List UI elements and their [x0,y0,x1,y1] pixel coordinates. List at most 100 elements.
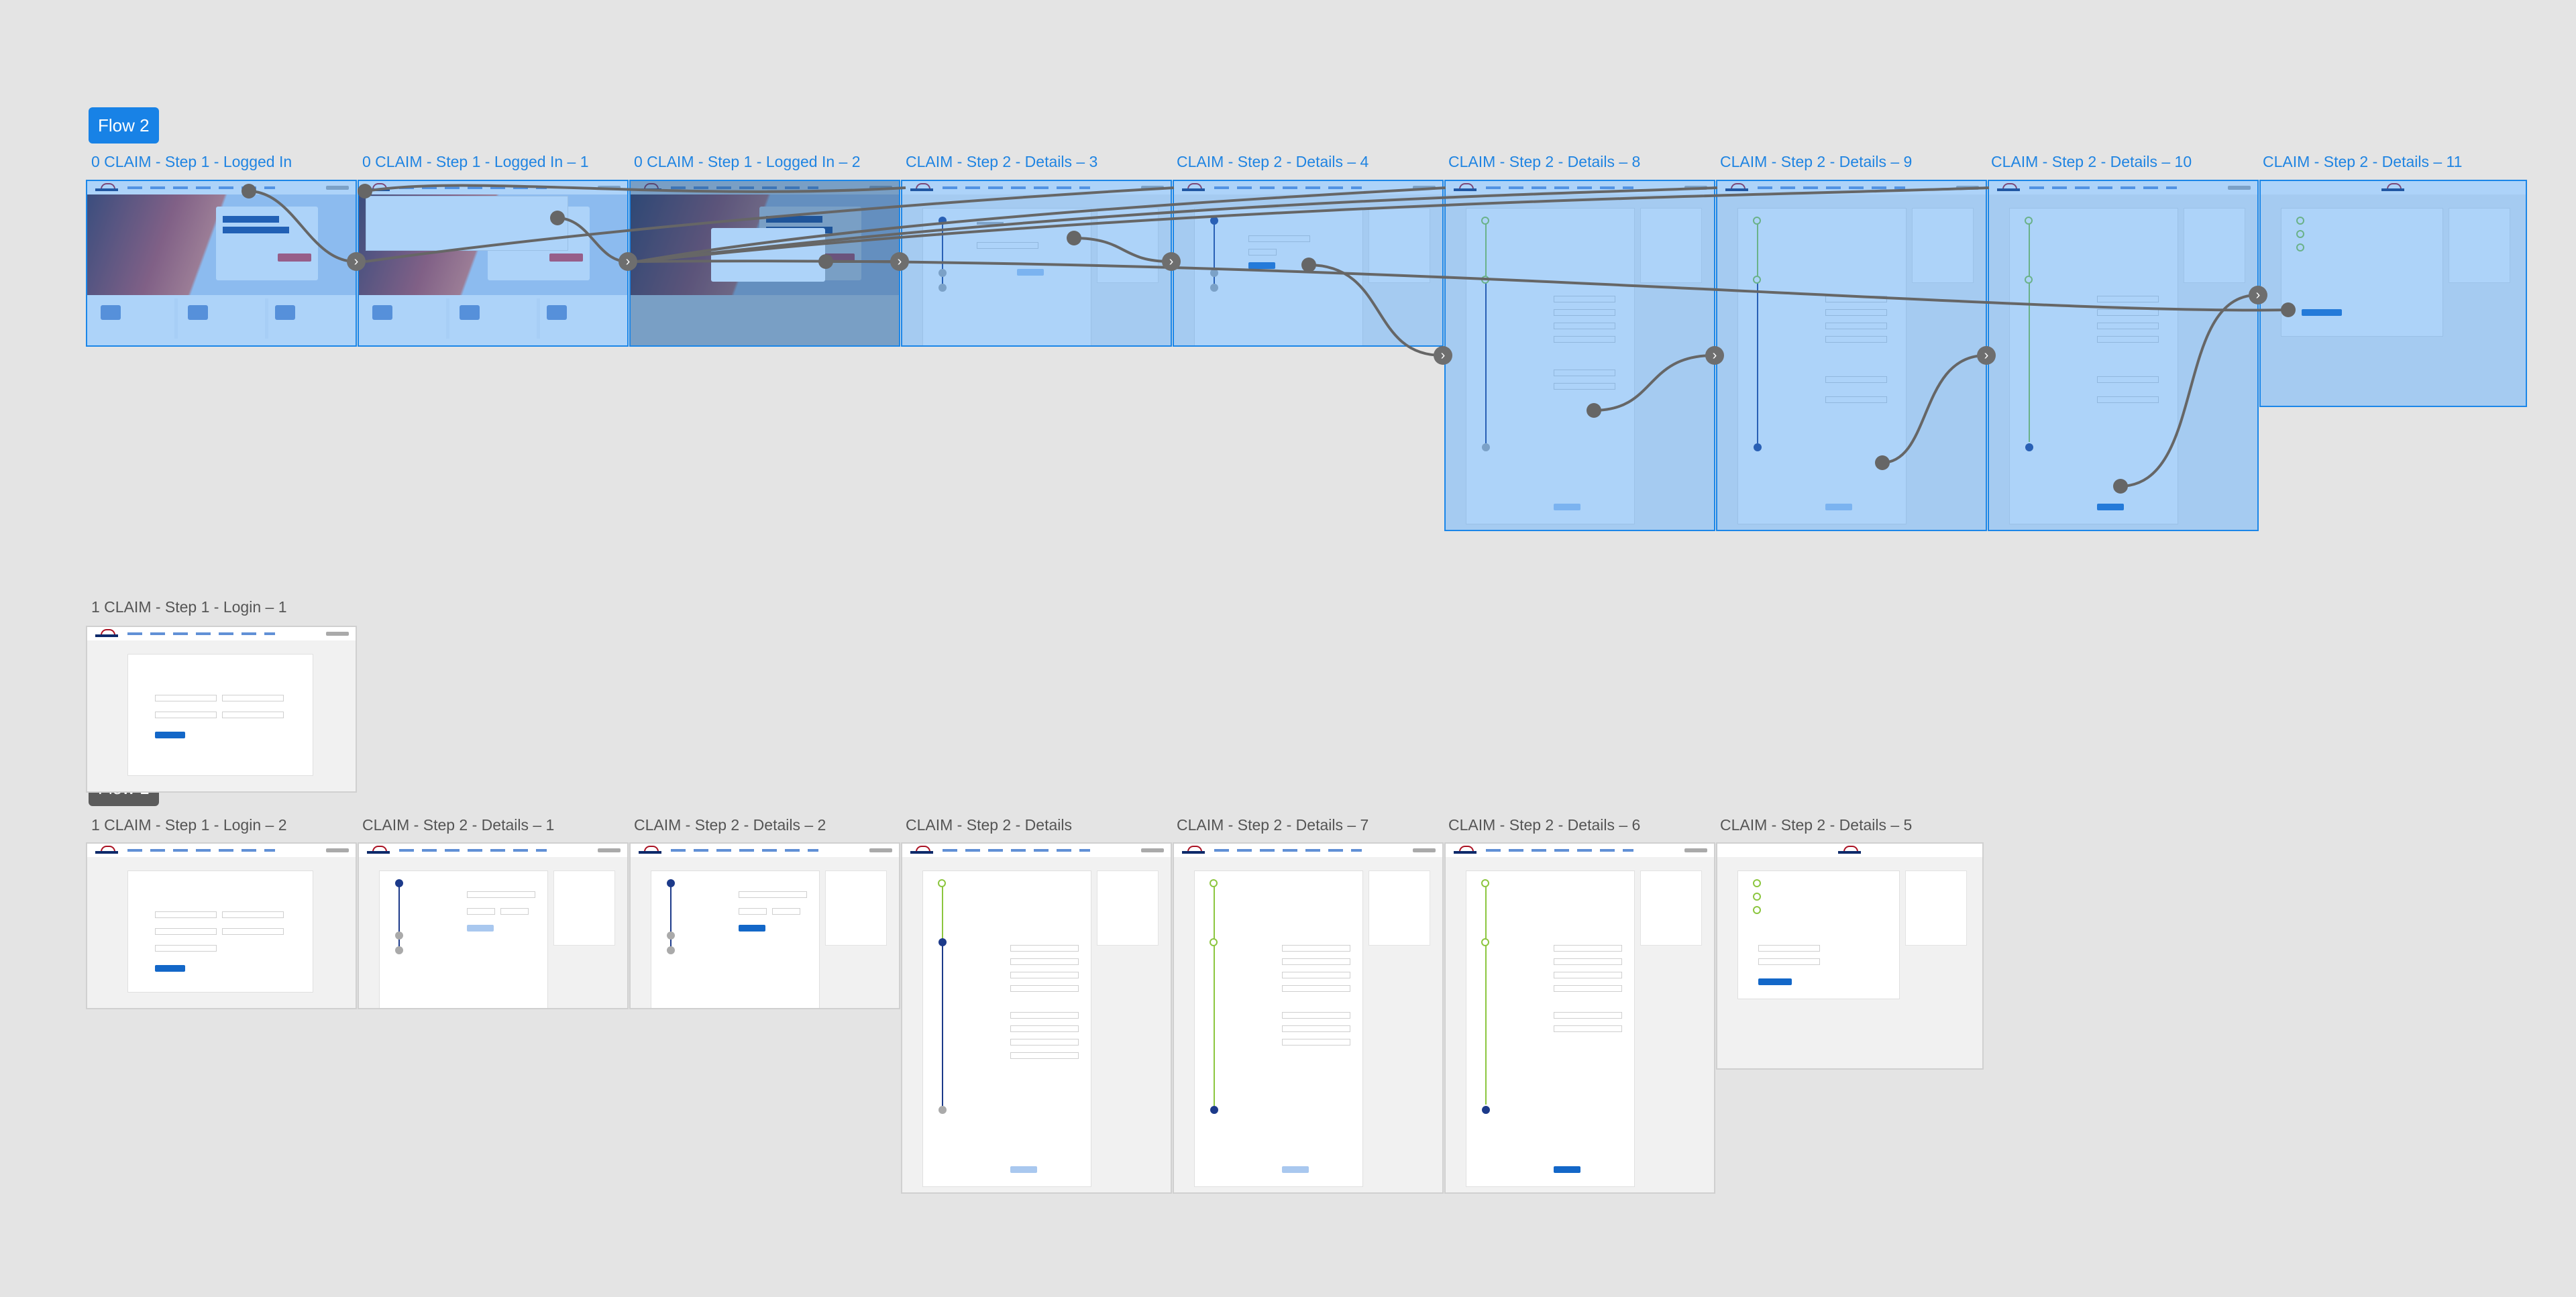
frame-details-10[interactable] [1989,181,2257,530]
farmers-logo [95,183,118,192]
chevron-right-icon[interactable]: › [890,252,909,271]
view-claim-button[interactable] [2302,309,2342,316]
frame-title[interactable]: CLAIM - Step 2 - Details – 3 [906,153,1098,170]
claim-form-panel [922,870,1091,1187]
connector-handle[interactable] [550,211,565,225]
frame-title[interactable]: CLAIM - Step 2 - Details – 10 [1991,153,2192,170]
policy-summary-card [1912,208,1974,283]
claim-form-panel [379,870,548,1008]
policy-summary-card [2184,208,2245,283]
policy-summary-card [553,870,615,946]
submit-button[interactable] [1554,504,1580,510]
frame-title[interactable]: CLAIM - Step 2 - Details – 9 [1720,153,1913,170]
frame-login-1[interactable] [87,627,356,791]
claim-form-panel [1737,208,1907,524]
policy-summary-card [2449,208,2510,283]
chevron-right-icon[interactable]: › [2249,286,2267,304]
policy-summary-card [1368,870,1430,946]
continue-button[interactable] [467,925,494,932]
frame-home-logged-in[interactable] [87,181,356,345]
chevron-right-icon[interactable]: › [1162,252,1181,271]
promo-strip [359,298,627,339]
frame-title[interactable]: CLAIM - Step 2 - Details – 4 [1177,153,1369,170]
connector-handle[interactable] [241,184,256,199]
connector-handle[interactable] [2113,479,2128,494]
connector-handle[interactable] [2281,302,2296,317]
site-nav [87,181,356,195]
claim-submitted-panel [2281,208,2443,337]
continue-button[interactable] [155,732,185,738]
frame-details-8[interactable] [1446,181,1714,530]
frame-title[interactable]: CLAIM - Step 2 - Details – 8 [1448,153,1641,170]
claim-form-panel [1194,870,1363,1187]
submit-button[interactable] [1554,1166,1580,1173]
frame-login-2[interactable] [87,844,356,1008]
chevron-right-icon[interactable]: › [1434,346,1452,365]
frame-details-3[interactable] [902,181,1171,345]
connector-handle[interactable] [1301,258,1316,272]
frame-title[interactable]: 0 CLAIM - Step 1 - Logged In – 1 [362,153,589,170]
frame-title[interactable]: 0 CLAIM - Step 1 - Logged In – 2 [634,153,861,170]
frame-title[interactable]: CLAIM - Step 2 - Details – 5 [1720,816,1913,834]
frame-title[interactable]: CLAIM - Step 2 - Details – 7 [1177,816,1369,834]
continue-button[interactable] [1248,262,1275,269]
frame-title[interactable]: 1 CLAIM - Step 1 - Login – 1 [91,598,287,616]
claims-dropdown-menu[interactable] [366,196,568,251]
continue-button[interactable] [155,965,185,972]
frame-title[interactable]: CLAIM - Step 2 - Details – 2 [634,816,826,834]
policy-summary-card [1905,870,1967,946]
connector-handle[interactable] [1587,403,1601,418]
login-form [127,654,313,776]
submit-button[interactable] [2097,504,2124,510]
frame-title[interactable]: 0 CLAIM - Step 1 - Logged In [91,153,292,170]
policy-summary-card [1640,870,1702,946]
chevron-right-icon[interactable]: › [1977,346,1996,365]
frame-details-5[interactable] [1717,844,1982,1068]
frame-title[interactable]: CLAIM - Step 2 - Details – 6 [1448,816,1641,834]
connector-handle[interactable] [358,184,372,199]
submit-button[interactable] [1010,1166,1037,1173]
chevron-right-icon[interactable]: › [619,252,637,271]
view-claim-button[interactable] [1758,978,1792,985]
connector-handle[interactable] [818,254,833,269]
claim-form-panel [922,208,1091,345]
promo-strip [87,298,356,339]
frame-home-logged-in-2[interactable] [631,181,899,345]
login-form [127,870,313,993]
flow-2-badge[interactable]: Flow 2 [89,107,159,144]
frame-details[interactable] [902,844,1171,1192]
get-quote-button[interactable] [549,253,583,262]
policy-summary-card [1097,870,1159,946]
frame-details-9[interactable] [1717,181,1986,530]
site-nav [359,181,627,195]
frame-title[interactable]: CLAIM - Step 2 - Details – 11 [2263,153,2463,170]
claim-form-panel [651,870,820,1008]
policy-summary-card [1640,208,1702,283]
frame-details-2[interactable] [631,844,899,1008]
frame-title[interactable]: 1 CLAIM - Step 1 - Login – 2 [91,816,287,834]
frame-title[interactable]: CLAIM - Step 2 - Details – 1 [362,816,555,834]
connector-handle[interactable] [1875,455,1890,470]
chevron-right-icon[interactable]: › [1705,346,1724,365]
frame-details-7[interactable] [1174,844,1442,1192]
connector-handle[interactable] [1067,231,1081,245]
continue-button[interactable] [739,925,765,932]
frame-details-6[interactable] [1446,844,1714,1192]
hero-banner [87,194,356,295]
policy-summary-card [1368,208,1430,283]
get-quote-button[interactable] [278,253,311,262]
claim-form-panel [1466,208,1635,524]
policy-select-modal[interactable] [711,228,825,282]
submit-button[interactable] [1825,504,1852,510]
claim-submitted-panel [1737,870,1900,999]
frame-details-1[interactable] [359,844,627,1008]
submit-button[interactable] [1282,1166,1309,1173]
chevron-right-icon[interactable]: › [347,252,366,271]
frame-details-11[interactable] [2261,181,2526,406]
frame-home-logged-in-1[interactable] [359,181,627,345]
frame-title[interactable]: CLAIM - Step 2 - Details [906,816,1072,834]
continue-button[interactable] [1017,269,1044,276]
policy-summary-card [825,870,887,946]
step-indicator [938,217,947,225]
claim-form-panel [1194,208,1363,345]
